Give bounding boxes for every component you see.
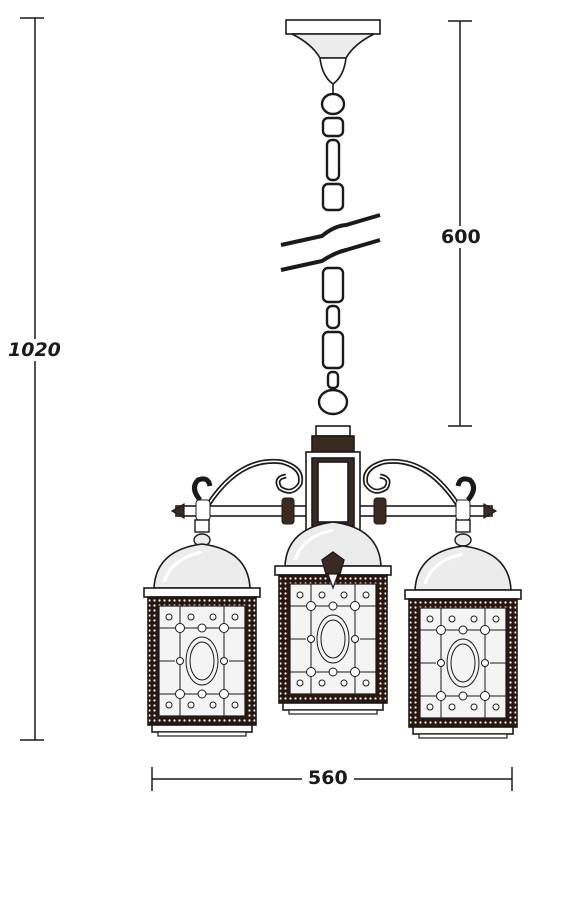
ceiling-canopy	[285, 19, 381, 94]
chain-drop-dimension-label: 600	[441, 226, 481, 248]
drop-dimension-line	[448, 20, 472, 427]
width-dimension-label: 560	[302, 767, 354, 789]
chain-upper	[320, 92, 346, 212]
lantern-left	[142, 519, 262, 738]
height-dimension-line	[20, 17, 44, 741]
chain-break-mark	[280, 213, 381, 272]
height-dimension-label: 1020	[8, 339, 61, 361]
chain-lower	[317, 266, 349, 416]
lantern-right	[403, 519, 523, 740]
lantern-center	[273, 520, 393, 716]
